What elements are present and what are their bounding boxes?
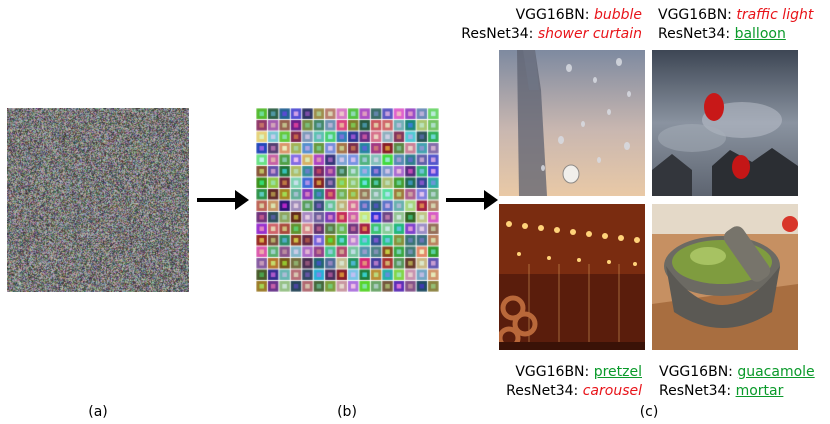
model-name: ResNet34: <box>659 383 732 399</box>
model-name: ResNet34: <box>506 383 579 399</box>
photo-pretzels-lights <box>499 204 645 350</box>
prediction-incorrect: carousel <box>582 383 642 399</box>
caption-row: VGG16BN: bubble <box>447 6 642 25</box>
panel-label-c: (c) <box>639 404 659 420</box>
prediction-correct: pretzel <box>593 364 642 380</box>
image-mosaic <box>256 108 439 292</box>
prediction-incorrect: traffic light <box>736 7 814 23</box>
caption-bottom-left: VGG16BN: pretzel ResNet34: carousel <box>456 363 642 401</box>
caption-top-left: VGG16BN: bubble ResNet34: shower curtain <box>447 6 642 44</box>
prediction-incorrect: bubble <box>593 7 642 23</box>
model-name: VGG16BN: <box>658 7 732 23</box>
arrow-right-icon <box>197 190 249 210</box>
model-name: ResNet34: <box>658 26 731 42</box>
arrow-right-icon <box>446 190 498 210</box>
model-name: VGG16BN: <box>515 7 590 23</box>
caption-row: ResNet34: carousel <box>456 382 642 401</box>
model-name: VGG16BN: <box>515 364 590 380</box>
photo-red-balloons <box>652 50 798 196</box>
random-noise-image <box>7 108 189 292</box>
model-name: ResNet34: <box>461 26 534 42</box>
caption-row: ResNet34: balloon <box>658 25 826 44</box>
panel-label-a: (a) <box>88 404 108 420</box>
photo-guacamole-mortar <box>652 204 798 350</box>
caption-row: ResNet34: shower curtain <box>447 25 642 44</box>
prediction-incorrect: shower curtain <box>537 26 642 42</box>
prediction-correct: mortar <box>735 383 784 399</box>
caption-row: ResNet34: mortar <box>659 382 827 401</box>
prediction-correct: guacamole <box>737 364 815 380</box>
model-name: VGG16BN: <box>659 364 733 380</box>
photo-building-raindrops <box>499 50 645 196</box>
caption-row: VGG16BN: traffic light <box>658 6 826 25</box>
caption-row: VGG16BN: guacamole <box>659 363 827 382</box>
caption-top-right: VGG16BN: traffic light ResNet34: balloon <box>658 6 826 44</box>
panel-label-b: (b) <box>337 404 357 420</box>
caption-bottom-right: VGG16BN: guacamole ResNet34: mortar <box>659 363 827 401</box>
caption-row: VGG16BN: pretzel <box>456 363 642 382</box>
prediction-correct: balloon <box>734 26 786 42</box>
